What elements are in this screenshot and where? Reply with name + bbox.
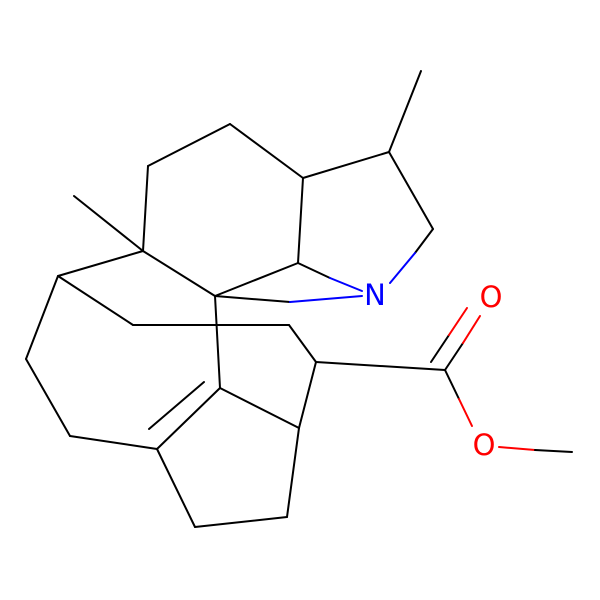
carbon-skeleton-bonds bbox=[25, 70, 446, 528]
bond-ester-o-oxygen-half bbox=[458, 398, 473, 427]
bond-cbridge-c-a bbox=[25, 275, 59, 360]
carbonyl-oxygen-atom-label: O bbox=[480, 280, 503, 314]
bond-c7a-n-nitrogen-half bbox=[329, 277, 363, 292]
bond-carbonyl-b-carbon-half bbox=[430, 334, 450, 363]
bond-c-e-c-alkene bbox=[219, 387, 300, 429]
bond-c-alkene2-c-c bbox=[156, 448, 196, 528]
bond-c2-n-nitrogen-half bbox=[389, 252, 416, 284]
bond-o-methyl-oxygen-half bbox=[498, 446, 536, 451]
bond-c3-c3a bbox=[302, 151, 390, 179]
bond-c3-c2 bbox=[388, 151, 434, 230]
bond-carbonyl-a-oxygen-half bbox=[462, 315, 481, 344]
bond-c-e-cester bbox=[298, 361, 317, 429]
bond-cq-c-alkene bbox=[214, 295, 221, 389]
bond-carbonyl-a-carbon-half bbox=[444, 342, 464, 371]
bond-alkene-2 bbox=[148, 381, 205, 430]
nitrogen-atom-label: N bbox=[364, 278, 386, 312]
bond-c6-methyl bbox=[73, 195, 144, 252]
bond-alkene-1 bbox=[156, 387, 221, 450]
bond-c6-cq bbox=[142, 250, 216, 297]
bond-c3a-c4 bbox=[229, 123, 304, 179]
bond-carbonyl-b-oxygen-half bbox=[448, 307, 468, 336]
ester-oxygen-atom-label: O bbox=[473, 428, 496, 462]
bond-cq-n-carbon-half bbox=[214, 295, 291, 303]
bond-ester-o-carbon-half bbox=[444, 369, 460, 400]
bond-cester-ccarbonyl bbox=[315, 361, 446, 371]
bond-c4-c5 bbox=[147, 123, 231, 167]
bond-c-d-c-e bbox=[286, 427, 300, 518]
bond-c2-n-carbon-half bbox=[414, 228, 434, 254]
bond-cbridge-c-lower bbox=[57, 275, 134, 326]
bond-c-right-cester bbox=[288, 324, 317, 363]
atom-labels: N O O bbox=[364, 278, 502, 462]
bond-c7a-n-carbon-half bbox=[297, 262, 331, 279]
bond-c-b-c-alkene2 bbox=[69, 435, 158, 450]
bond-c-c-c-d bbox=[194, 516, 288, 528]
oxygen-bonds bbox=[430, 307, 573, 453]
bond-c5-c6 bbox=[142, 165, 149, 252]
bond-c6-cbridge bbox=[57, 250, 144, 277]
bond-methyl-pyrrolidine bbox=[388, 70, 422, 153]
bond-c3a-c7a bbox=[297, 177, 304, 264]
bond-c-a-c-b bbox=[25, 358, 71, 437]
nitrogen-bonds bbox=[214, 228, 434, 303]
bond-cq-n-nitrogen-half bbox=[289, 295, 363, 303]
bond-c7a-cq bbox=[214, 262, 299, 297]
bond-o-methyl-carbon-half bbox=[534, 449, 573, 453]
